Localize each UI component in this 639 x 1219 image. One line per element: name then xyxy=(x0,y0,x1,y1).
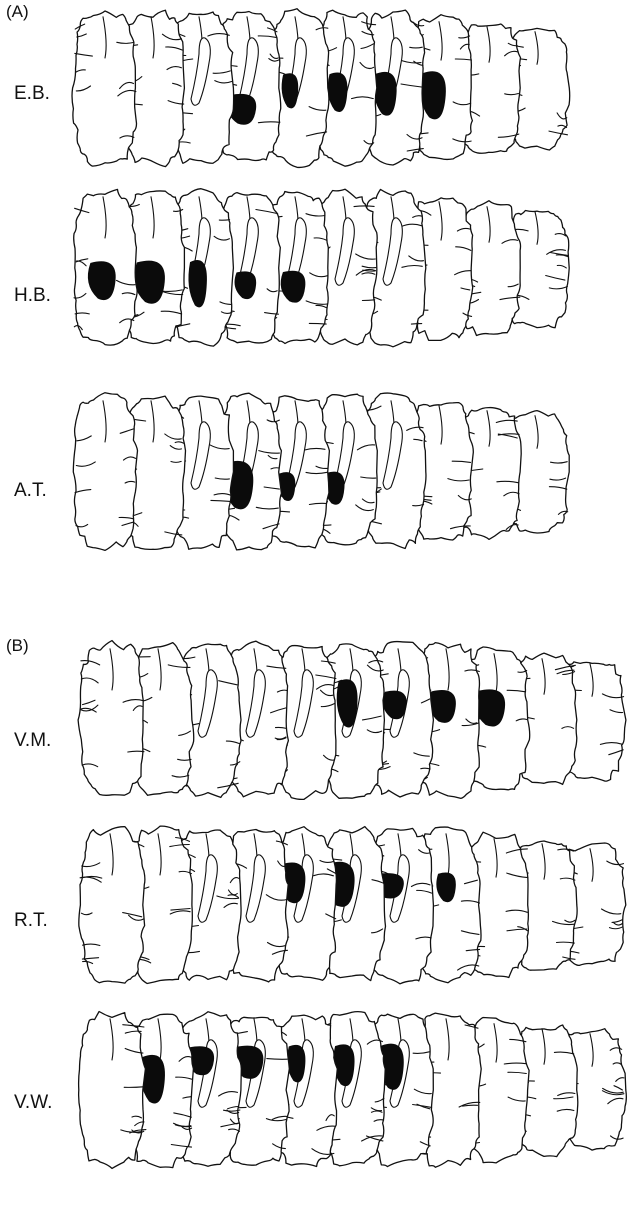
sulcus xyxy=(219,220,229,221)
slice-row-at xyxy=(73,393,569,551)
brain-slice xyxy=(72,11,136,166)
slice-row-eb xyxy=(72,9,570,168)
sulcus xyxy=(411,324,421,325)
slice-row-hb xyxy=(74,189,569,347)
brain-slice xyxy=(78,641,143,796)
slice-row-vm xyxy=(78,641,626,800)
slice-row-rt xyxy=(79,826,626,984)
brain-slice xyxy=(79,827,145,983)
sulcus xyxy=(124,1087,143,1088)
slice-row-vw xyxy=(79,1012,627,1169)
